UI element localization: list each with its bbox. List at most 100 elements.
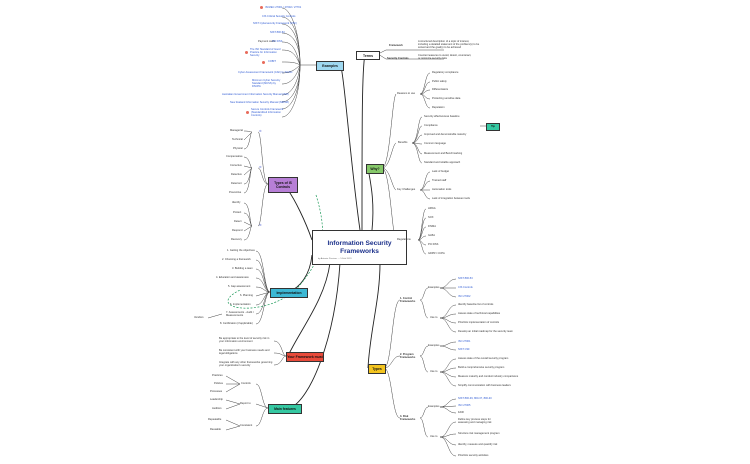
gear-icon: ⚙ bbox=[259, 129, 262, 133]
author-caption: by Antonio Prusiner — 5 Feb 2019 bbox=[318, 258, 352, 260]
use-to-label: Use to bbox=[430, 316, 438, 319]
leaf[interactable]: COBIT bbox=[268, 60, 276, 63]
pin-icon bbox=[260, 6, 263, 9]
reason: Regulatory compliance bbox=[432, 71, 459, 74]
terms-node[interactable]: Terms bbox=[356, 51, 380, 60]
leaf[interactable]: Cyber Assessment Framework (CAF) by NCSC bbox=[238, 71, 293, 74]
risk-frameworks-label: 3. Risk Frameworks bbox=[400, 415, 416, 421]
type-example: FAIR bbox=[458, 411, 464, 414]
controls-definition: Countermeasures to avoid, detect, counte… bbox=[418, 54, 472, 60]
challenge: Lack of integration between tools bbox=[432, 197, 470, 200]
type-example[interactable]: ISO 27005 bbox=[458, 404, 471, 407]
gear-icon: ⚙ bbox=[259, 165, 262, 169]
implementation-step: 6. Implementation bbox=[230, 303, 251, 306]
regulation: GDPR / CCPA bbox=[428, 252, 445, 255]
types-of-controls-node[interactable]: Types of IS Controls bbox=[268, 177, 298, 193]
examples-label: Examples bbox=[428, 344, 440, 347]
framework-requirement: Be appropriate to the level of security … bbox=[219, 337, 270, 343]
benefit: Measurement and Benchmarking bbox=[424, 152, 463, 155]
reason: Differentiators bbox=[432, 88, 449, 91]
type-use: Identify, measure and quantify risk bbox=[458, 443, 498, 446]
control-type: Identify bbox=[232, 201, 241, 204]
feature: Report to bbox=[240, 402, 251, 405]
leaf[interactable]: New Zealand Information Security Manual … bbox=[230, 101, 289, 104]
regulation: SOX bbox=[428, 216, 434, 219]
implementation-step: 5. Gap assessment bbox=[228, 285, 251, 288]
leaf[interactable]: The ISF Standard of Good Practice for In… bbox=[250, 48, 281, 57]
examples-node[interactable]: Examples bbox=[316, 61, 344, 71]
controls-label: Security Controls bbox=[387, 57, 409, 60]
challenge: Trained staff bbox=[432, 179, 447, 182]
implementation-step: 4. Education and awareness bbox=[216, 276, 249, 279]
type-example[interactable]: ISO 27002 bbox=[458, 295, 471, 298]
types-node[interactable]: Types bbox=[368, 364, 386, 374]
control-type: Deterrent bbox=[231, 182, 242, 185]
your-framework-node[interactable]: Your Framework must bbox=[286, 352, 324, 362]
central-topic[interactable]: Information Security Frameworks bbox=[312, 230, 407, 265]
type-use: Prioritize implementation of controls bbox=[458, 321, 500, 324]
pin-icon bbox=[246, 111, 249, 114]
leaf: Payment cards bbox=[258, 40, 276, 43]
control-type: Physical bbox=[233, 147, 243, 150]
reason: Reputation bbox=[432, 106, 445, 109]
feature-item: Repeatable bbox=[208, 418, 222, 421]
leaf[interactable]: ISO/IEC 27001 / 27002 / 27701 bbox=[265, 6, 302, 9]
implementation-step: 3. Building a team bbox=[232, 267, 253, 270]
implementation-step: 1. Getting the objectives bbox=[227, 249, 255, 252]
type-use: Identify baseline list of controls bbox=[458, 303, 494, 306]
type-example[interactable]: ISO 27001 bbox=[458, 340, 471, 343]
implementation-step: 8. Certification (if applicable) bbox=[220, 322, 253, 325]
type-example[interactable]: NIST 800-39, 800-37, 800-30 bbox=[458, 397, 492, 400]
leaf[interactable]: NIST 800-53 bbox=[270, 31, 285, 34]
feature-item: Reusable bbox=[210, 428, 221, 431]
implementation-node[interactable]: Implementation bbox=[270, 288, 308, 298]
leaf[interactable]: PCI DSS bbox=[272, 40, 283, 43]
regulation: PCI DSS bbox=[428, 243, 439, 246]
control-type: Respond bbox=[232, 229, 243, 232]
feature: Consistent bbox=[240, 424, 253, 427]
use-to-label: Use to bbox=[430, 435, 438, 438]
control-type: Compensative bbox=[226, 155, 243, 158]
main-features-node[interactable]: Main features bbox=[268, 404, 302, 414]
control-type: Preventive bbox=[229, 191, 242, 194]
type-use: Assess state of the overall security pro… bbox=[458, 357, 509, 360]
leaf[interactable]: CIS Critical Security Controls bbox=[262, 15, 296, 18]
implementation-step: 2. Choosing a framework bbox=[222, 258, 251, 261]
benefit: Security effectiveness baseline bbox=[424, 115, 460, 118]
control-type: Detective bbox=[231, 173, 242, 176]
examples-label: Examples bbox=[428, 405, 440, 408]
leaf[interactable]: Australian Government Information Securi… bbox=[222, 93, 289, 96]
type-example[interactable]: NIST 800-53 bbox=[458, 277, 473, 280]
feature-item: Leadership bbox=[210, 398, 223, 401]
control-type: Recovery bbox=[231, 238, 242, 241]
tip-node[interactable]: Tip bbox=[486, 123, 500, 131]
leaf[interactable]: Secure Controls Framework (Standardized … bbox=[251, 108, 284, 117]
feature-item: Auditors bbox=[212, 407, 222, 410]
implementation-step: 7. Assessments - Audit / Measurements bbox=[226, 311, 254, 317]
benefits-label: Benefits bbox=[398, 141, 408, 144]
vendors-label: Vendors bbox=[194, 316, 204, 319]
benefit: Improved and demonstrable maturity bbox=[424, 133, 467, 136]
type-example[interactable]: NIST CSF bbox=[458, 348, 470, 351]
feature-item: Processes bbox=[210, 390, 223, 393]
why-node[interactable]: Why? bbox=[366, 164, 384, 174]
type-use: Measure maturity and conduct industry co… bbox=[458, 375, 519, 378]
implementation-step: 6. Planning bbox=[240, 294, 253, 297]
type-use: Develop an initial roadmap for the secur… bbox=[458, 330, 513, 333]
control-type: Technical bbox=[232, 138, 243, 141]
type-use: Structure risk management program bbox=[458, 432, 500, 435]
use-to-label: Use to bbox=[430, 370, 438, 373]
leaf[interactable]: NIST Cybersecurity Framework (CSF) bbox=[253, 22, 297, 25]
examples-label: Examples bbox=[428, 286, 440, 289]
framework-requirement: Be consistent with your business needs a… bbox=[219, 349, 270, 355]
control-type: Detect bbox=[234, 220, 242, 223]
feature-item: Practices bbox=[212, 374, 223, 377]
regulation: FISMA bbox=[428, 225, 436, 228]
feature-item: Policies bbox=[214, 382, 223, 385]
type-use: Prioritize security activities bbox=[458, 454, 489, 457]
reason: Public safety bbox=[432, 80, 447, 83]
framework-label: Framework bbox=[389, 44, 403, 47]
leaf[interactable]: Minimum Cyber Security Standard (MCSS) b… bbox=[252, 79, 281, 88]
type-example[interactable]: CIS Controls bbox=[458, 286, 473, 289]
control-frameworks-label: 1. Control Frameworks bbox=[400, 297, 416, 303]
